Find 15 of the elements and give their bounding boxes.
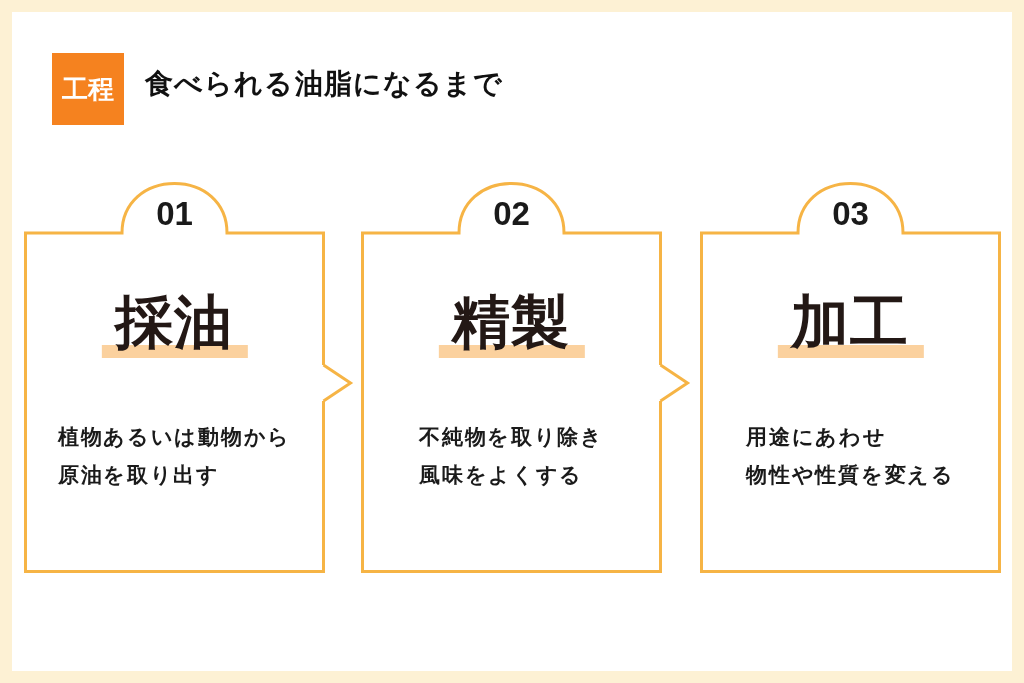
step-description: 用途にあわせ物性や性質を変える [746,424,955,488]
title: 食べられる油脂になるまで [145,70,504,98]
step-card [700,182,1001,573]
step-description: 植物あるいは動物から原油を取り出す [58,424,291,488]
step-card [361,182,662,573]
step-title: 加工 [791,293,910,351]
step-description: 不純物を取り除き風味をよくする [419,424,604,488]
category-tag: 工程 [52,53,124,125]
step-title: 採油 [115,293,234,351]
step-number: 03 [832,197,869,230]
step-number: 01 [156,197,193,230]
chevron-arrow [659,363,691,403]
step-number: 02 [493,197,530,230]
step-card [24,182,325,573]
step-title: 精製 [452,293,571,351]
